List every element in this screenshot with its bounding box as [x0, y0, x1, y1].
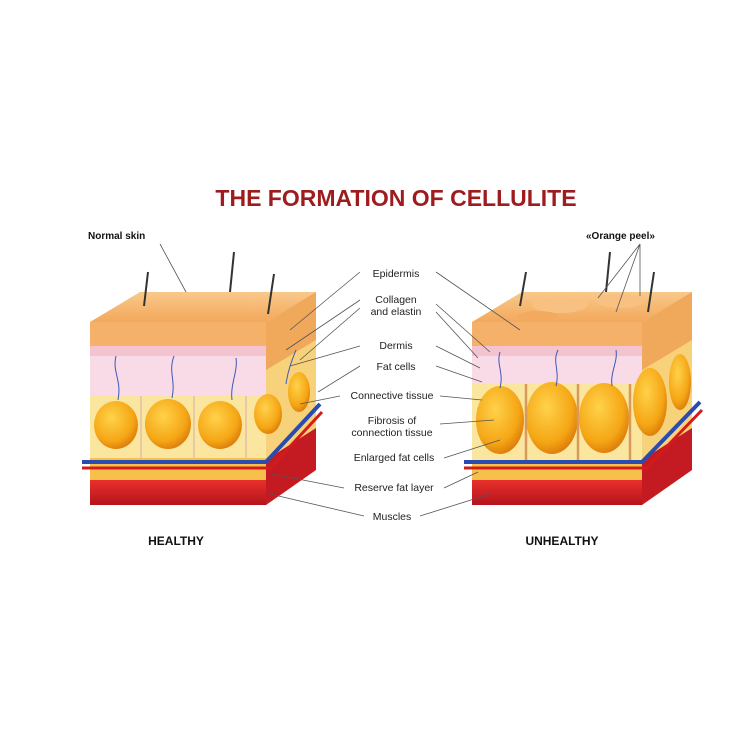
enlarged-fat-cell — [669, 354, 691, 410]
label-connective-tissue: Connective tissue — [351, 390, 434, 402]
unhealthy-vein — [464, 400, 702, 464]
label-orange-peel: «Orange peel» — [586, 231, 655, 242]
fat-cell — [198, 401, 242, 449]
label-collagen: Collagen — [375, 294, 417, 306]
fat-cell — [94, 401, 138, 449]
label-collagen: and elastin — [371, 306, 422, 318]
label-fat-cells: Fat cells — [376, 361, 415, 373]
fat-cell — [288, 372, 310, 412]
label-fibrosis: Fibrosis of — [368, 415, 417, 427]
enlarged-fat-cell — [633, 368, 667, 436]
label-normal-skin: Normal skin — [88, 231, 145, 242]
label-dermis: Dermis — [379, 340, 412, 352]
label-enlarged-fat-cells: Enlarged fat cells — [354, 452, 435, 464]
unhealthy-epidermis — [472, 322, 642, 346]
healthy-muscle — [90, 480, 266, 505]
caption-unhealthy: UNHEALTHY — [525, 534, 598, 548]
leader-lines — [159, 243, 641, 517]
fat-cell — [254, 394, 282, 434]
healthy-artery — [82, 410, 324, 470]
enlarged-fat-cell — [526, 382, 578, 454]
healthy-skin-block — [82, 251, 324, 505]
enlarged-fat-cell — [579, 383, 629, 453]
unhealthy-artery — [464, 408, 704, 470]
unhealthy-reserve-fat — [472, 460, 642, 480]
healthy-skin-top — [90, 292, 316, 322]
label-epidermis: Epidermis — [373, 268, 420, 280]
healthy-collagen — [90, 346, 266, 356]
unhealthy-skin-block — [464, 251, 704, 505]
fat-cell — [145, 399, 191, 449]
enlarged-fat-cell — [476, 386, 524, 454]
caption-healthy: HEALTHY — [148, 534, 204, 548]
unhealthy-muscle — [472, 480, 642, 505]
healthy-epidermis — [90, 322, 266, 346]
label-fibrosis: connection tissue — [351, 427, 432, 439]
label-reserve-fat-layer: Reserve fat layer — [354, 482, 434, 494]
diagram-title: THE FORMATION OF CELLULITE — [215, 185, 576, 211]
label-muscles: Muscles — [373, 511, 412, 523]
healthy-vein — [82, 402, 322, 464]
